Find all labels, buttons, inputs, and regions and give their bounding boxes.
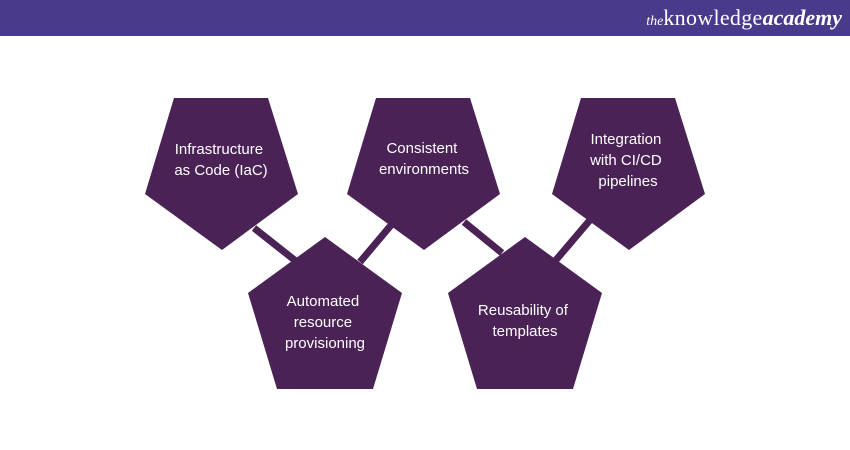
brand-knowledge: knowledge [663, 5, 763, 30]
connector-reusability-cicd [553, 217, 593, 263]
pentagon-shape [347, 98, 500, 250]
header-bar: theknowledgeacademy [0, 0, 850, 36]
node-label: Consistent environments [379, 140, 469, 178]
node-label-line: provisioning [285, 335, 365, 352]
connector-provisioning-consistent [357, 221, 395, 265]
brand-logo: theknowledgeacademy [646, 4, 842, 36]
node-label: Reusability of templates [478, 302, 572, 340]
node-iac: Infrastructure as Code (IaC) [145, 98, 298, 250]
node-label-line: Reusability of [478, 302, 569, 319]
brand-the: the [646, 14, 664, 29]
node-label-line: with CI/CD [589, 152, 662, 169]
pentagon-shape [552, 98, 705, 250]
node-label-line: as Code (IaC) [174, 162, 267, 179]
node-provisioning: Automated resource provisioning [248, 237, 402, 389]
pentagon-shape [248, 237, 402, 389]
node-label: Automated resource provisioning [285, 293, 365, 352]
node-label-line: Infrastructure [175, 141, 263, 158]
node-label-line: Automated [287, 293, 360, 310]
node-label-line: pipelines [598, 173, 657, 190]
node-label-line: Integration [590, 131, 661, 148]
node-label: Infrastructure as Code (IaC) [174, 141, 267, 179]
node-label-line: Consistent [386, 140, 458, 157]
node-label-line: environments [379, 161, 469, 178]
node-cicd: Integration with CI/CD pipelines [552, 98, 705, 250]
node-consistent: Consistent environments [347, 98, 500, 250]
pentagon-shape [145, 98, 298, 250]
brand-academy: academy [762, 5, 842, 30]
node-reusability: Reusability of templates [448, 237, 602, 389]
node-label-line: resource [294, 314, 352, 331]
connector-iac-provisioning [251, 225, 300, 265]
connector-consistent-reusability [461, 219, 505, 256]
node-label-line: templates [492, 323, 557, 340]
connectors [251, 217, 593, 265]
pentagon-shape [448, 237, 602, 389]
node-label: Integration with CI/CD pipelines [589, 131, 666, 190]
